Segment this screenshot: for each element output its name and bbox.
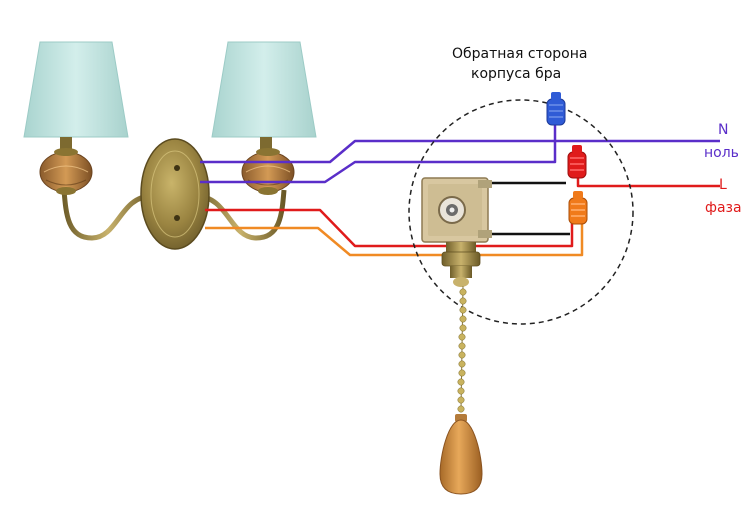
pull-chain [457, 285, 467, 413]
switch-bushing [446, 242, 476, 252]
wires [200, 124, 720, 257]
right-arm [195, 189, 287, 241]
right-knob [241, 151, 295, 193]
left-arm [61, 189, 153, 241]
left-lamp [23, 41, 129, 195]
phase-connector [567, 145, 587, 179]
pull-switch [421, 177, 492, 287]
housing-back-circle [408, 99, 634, 325]
wooden-bob [439, 419, 483, 495]
neutral-wire-1 [200, 139, 720, 164]
neutral-terminal-label: ноль [704, 145, 739, 161]
phase-terminal-letter: L [719, 177, 727, 193]
left-knob [39, 151, 93, 193]
right-shade [211, 41, 317, 138]
plate-screw-bottom [174, 215, 180, 221]
neutral-wire-2 [200, 124, 557, 184]
plate-screw-top [174, 165, 180, 171]
caption-line-2: корпуса бра [471, 66, 562, 82]
phase-terminal-label: фаза [705, 200, 742, 216]
wooden-pull-handle [439, 414, 483, 495]
wall-sconce [23, 41, 317, 250]
left-shade [23, 41, 129, 138]
neutral-terminal-letter: N [718, 122, 729, 138]
lamp-wire [205, 224, 584, 257]
phase-wire-supply [576, 178, 720, 188]
wall-plate [140, 138, 210, 250]
phase-wire-lamp [205, 208, 574, 248]
lamp-connector [568, 191, 588, 225]
right-lamp [211, 41, 317, 195]
neutral-connector [546, 92, 566, 126]
caption-line-1: Обратная сторона [452, 46, 588, 62]
